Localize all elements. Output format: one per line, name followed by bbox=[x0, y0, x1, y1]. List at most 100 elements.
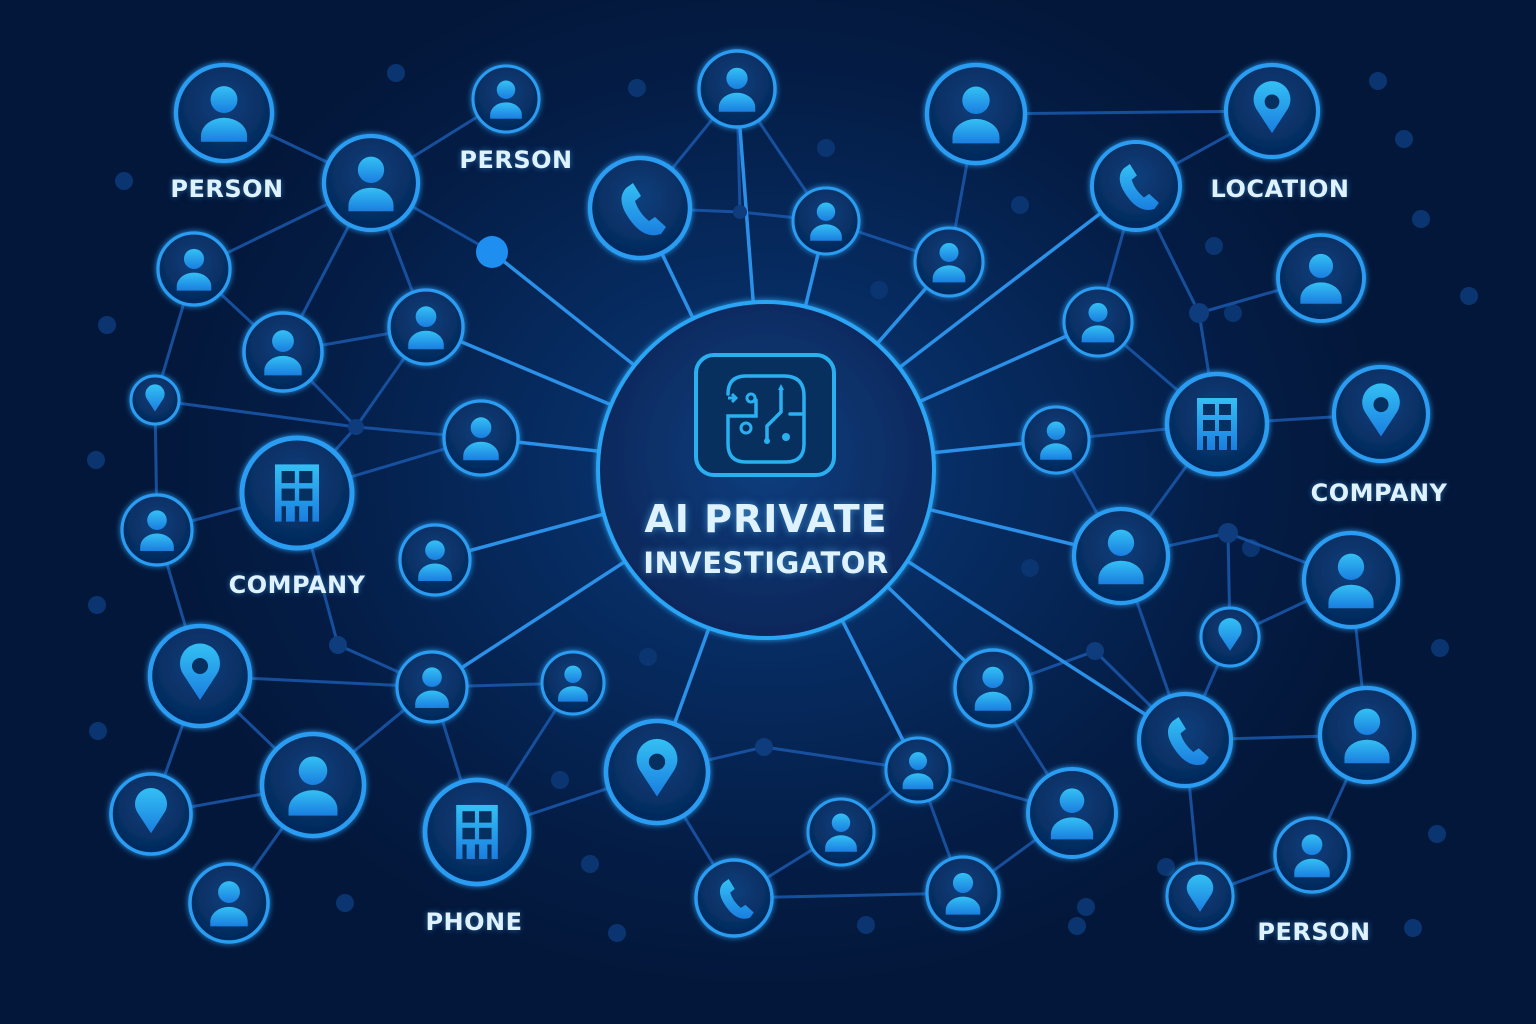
node-person[interactable] bbox=[471, 64, 541, 134]
entity-nodes bbox=[109, 49, 1431, 944]
junction-dot bbox=[1189, 303, 1209, 323]
node-company[interactable] bbox=[239, 435, 355, 551]
title-line-1: AI PRIVATE bbox=[644, 497, 888, 541]
node-location[interactable] bbox=[603, 718, 711, 826]
node-person[interactable] bbox=[806, 797, 876, 867]
background-dots bbox=[87, 64, 1478, 942]
node-person[interactable] bbox=[924, 62, 1028, 166]
node-phone[interactable] bbox=[587, 155, 693, 261]
node-phone[interactable] bbox=[694, 858, 774, 938]
node-person[interactable] bbox=[242, 311, 324, 393]
building-icon bbox=[1197, 398, 1237, 450]
background-dot bbox=[1011, 196, 1029, 214]
node-person[interactable] bbox=[395, 650, 469, 724]
node-person[interactable] bbox=[1021, 405, 1091, 475]
node-person[interactable] bbox=[697, 49, 777, 129]
person-icon bbox=[264, 330, 302, 376]
background-dot bbox=[628, 79, 646, 97]
person-icon bbox=[1081, 302, 1115, 343]
background-dot bbox=[639, 648, 657, 666]
node-person[interactable] bbox=[387, 288, 465, 366]
node-location[interactable] bbox=[109, 772, 193, 856]
background-dot bbox=[1395, 130, 1413, 148]
background-dot bbox=[608, 924, 626, 942]
building-icon bbox=[456, 804, 498, 860]
location-pin-icon bbox=[1218, 618, 1242, 651]
person-icon bbox=[825, 813, 857, 852]
background-dot bbox=[581, 855, 599, 873]
background-dot bbox=[1224, 304, 1242, 322]
node-person[interactable] bbox=[1273, 816, 1351, 894]
person-icon bbox=[200, 86, 248, 142]
background-dot bbox=[1431, 639, 1449, 657]
person-icon bbox=[1328, 553, 1374, 609]
junction-dot bbox=[1218, 523, 1238, 543]
junction-dot bbox=[476, 236, 508, 268]
node-location[interactable] bbox=[1223, 62, 1321, 160]
node-person[interactable] bbox=[259, 731, 367, 839]
hub-node[interactable] bbox=[596, 300, 936, 640]
background-dot bbox=[857, 916, 875, 934]
node-phone[interactable] bbox=[1090, 140, 1182, 232]
node-person[interactable] bbox=[1317, 685, 1417, 785]
background-dot bbox=[89, 722, 107, 740]
node-person[interactable] bbox=[1071, 506, 1171, 606]
node-person[interactable] bbox=[884, 736, 952, 804]
person-icon bbox=[1300, 253, 1342, 304]
node-person[interactable] bbox=[156, 231, 232, 307]
person-icon bbox=[945, 872, 981, 915]
node-person[interactable] bbox=[398, 523, 472, 597]
node-phone[interactable] bbox=[1136, 691, 1234, 789]
background-dot bbox=[88, 596, 106, 614]
edge bbox=[154, 398, 357, 429]
person-icon bbox=[418, 540, 452, 581]
background-dot bbox=[1460, 287, 1478, 305]
person-icon bbox=[810, 202, 842, 241]
node-location[interactable] bbox=[1199, 606, 1261, 668]
background-dot bbox=[336, 894, 354, 912]
node-company[interactable] bbox=[422, 777, 532, 887]
node-company[interactable] bbox=[1164, 371, 1270, 477]
person-icon bbox=[140, 510, 174, 551]
junction-dot bbox=[755, 738, 773, 756]
person-icon bbox=[1098, 529, 1144, 585]
person-icon bbox=[288, 756, 338, 816]
node-person[interactable] bbox=[321, 133, 421, 233]
background-dot bbox=[1205, 237, 1223, 255]
location-pin-icon bbox=[1186, 874, 1214, 912]
background-dot bbox=[87, 451, 105, 469]
node-location[interactable] bbox=[129, 374, 181, 426]
location-pin-icon bbox=[1253, 81, 1291, 134]
person-icon bbox=[952, 86, 1000, 144]
category-label-company: COMPANY bbox=[1310, 479, 1448, 507]
node-person[interactable] bbox=[1026, 767, 1118, 859]
junction-dot bbox=[733, 205, 747, 219]
node-location[interactable] bbox=[1165, 861, 1235, 931]
person-icon bbox=[176, 248, 212, 291]
junction-points bbox=[329, 205, 1238, 756]
junction-dot bbox=[1086, 642, 1104, 660]
node-person[interactable] bbox=[188, 862, 270, 944]
node-person[interactable] bbox=[1062, 286, 1134, 358]
person-icon bbox=[1050, 788, 1094, 840]
person-icon bbox=[1294, 834, 1330, 878]
node-person[interactable] bbox=[791, 186, 861, 256]
node-person[interactable] bbox=[442, 399, 520, 477]
node-person[interactable] bbox=[540, 650, 606, 716]
node-person[interactable] bbox=[1276, 233, 1366, 323]
background-dot bbox=[1412, 210, 1430, 228]
node-person[interactable] bbox=[953, 648, 1033, 728]
node-person[interactable] bbox=[925, 855, 1001, 931]
node-person[interactable] bbox=[173, 62, 275, 164]
node-location[interactable] bbox=[147, 623, 253, 729]
location-pin-icon bbox=[145, 384, 165, 412]
node-person[interactable] bbox=[913, 226, 985, 298]
background-dot bbox=[98, 316, 116, 334]
title-line-2: INVESTIGATOR bbox=[643, 546, 889, 580]
person-icon bbox=[718, 67, 756, 112]
node-person[interactable] bbox=[120, 493, 194, 567]
node-person[interactable] bbox=[1301, 530, 1401, 630]
node-location[interactable] bbox=[1331, 364, 1431, 464]
person-icon bbox=[1344, 708, 1390, 764]
location-pin-icon bbox=[135, 787, 167, 834]
